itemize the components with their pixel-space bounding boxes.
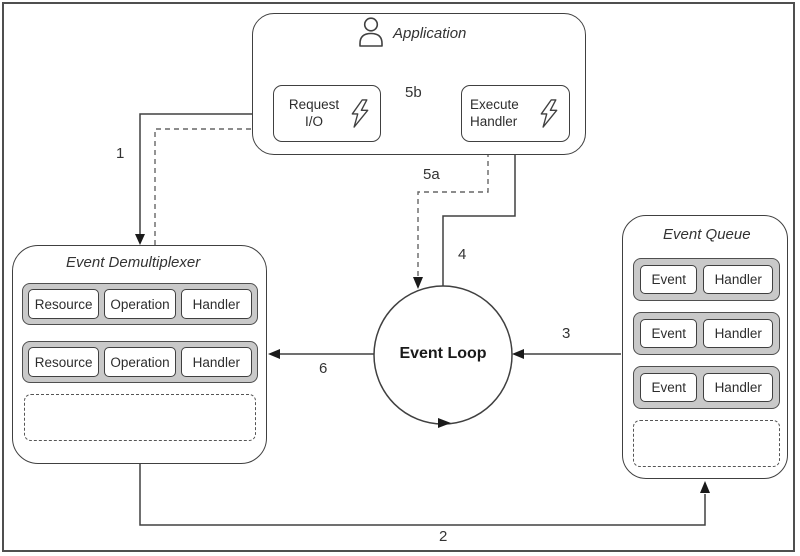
person-icon xyxy=(359,17,383,47)
demux-cell-resource: Resource xyxy=(28,289,100,319)
connector-execute-to-loop-dashed xyxy=(417,143,489,277)
queue-cell-handler: Handler xyxy=(703,265,773,294)
connector-loop-to-execute xyxy=(442,152,516,287)
connector-request-to-demux xyxy=(139,113,273,239)
arrowhead-3 xyxy=(512,349,524,359)
queue-empty-slot xyxy=(633,420,780,467)
arrowhead-5a xyxy=(413,277,423,289)
arrow-label-5a: 5a xyxy=(423,166,440,183)
demux-cell-operation: Operation xyxy=(104,347,176,377)
queue-row: Event Handler xyxy=(633,258,780,301)
queue-row: Event Handler xyxy=(633,312,780,355)
demux-row: Resource Operation Handler xyxy=(22,283,258,325)
arrow-label-2: 2 xyxy=(439,528,448,545)
arrow-label-4: 4 xyxy=(458,246,467,263)
lightning-icon xyxy=(351,99,369,128)
arrowhead-6 xyxy=(268,349,280,359)
queue-cell-handler: Handler xyxy=(703,373,773,402)
application-title: Application xyxy=(393,25,467,42)
demux-cell-operation: Operation xyxy=(104,289,176,319)
connector-demux-to-request-dashed xyxy=(154,128,260,245)
lightning-icon xyxy=(540,99,558,128)
event-queue-title: Event Queue xyxy=(663,226,751,243)
arrow-label-5b: 5b xyxy=(405,84,422,101)
queue-cell-event: Event xyxy=(640,373,698,402)
execute-handler-box: Execute Handler xyxy=(461,85,570,142)
loop-direction-arrowhead xyxy=(438,418,451,428)
demux-cell-handler: Handler xyxy=(180,289,252,319)
queue-cell-event: Event xyxy=(640,265,698,294)
arrow-label-3: 3 xyxy=(562,325,571,342)
queue-cell-event: Event xyxy=(640,319,698,348)
request-io-label: Request I/O xyxy=(288,96,340,129)
demux-cell-resource: Resource xyxy=(28,347,100,377)
connector-demux-to-queue xyxy=(139,464,706,526)
queue-cell-handler: Handler xyxy=(703,319,773,348)
arrowhead-2 xyxy=(700,481,710,493)
demux-cell-handler: Handler xyxy=(180,347,252,377)
arrow-label-6: 6 xyxy=(319,360,328,377)
request-io-box: Request I/O xyxy=(273,85,381,142)
demux-row: Resource Operation Handler xyxy=(22,341,258,383)
execute-handler-label: Execute Handler xyxy=(470,96,519,129)
event-loop-label: Event Loop xyxy=(399,345,487,362)
demux-empty-slot xyxy=(24,394,256,441)
arrowhead-into-demux xyxy=(135,234,145,245)
queue-row: Event Handler xyxy=(633,366,780,409)
event-demultiplexer-title: Event Demultiplexer xyxy=(66,254,201,271)
arrow-label-1: 1 xyxy=(116,145,125,162)
